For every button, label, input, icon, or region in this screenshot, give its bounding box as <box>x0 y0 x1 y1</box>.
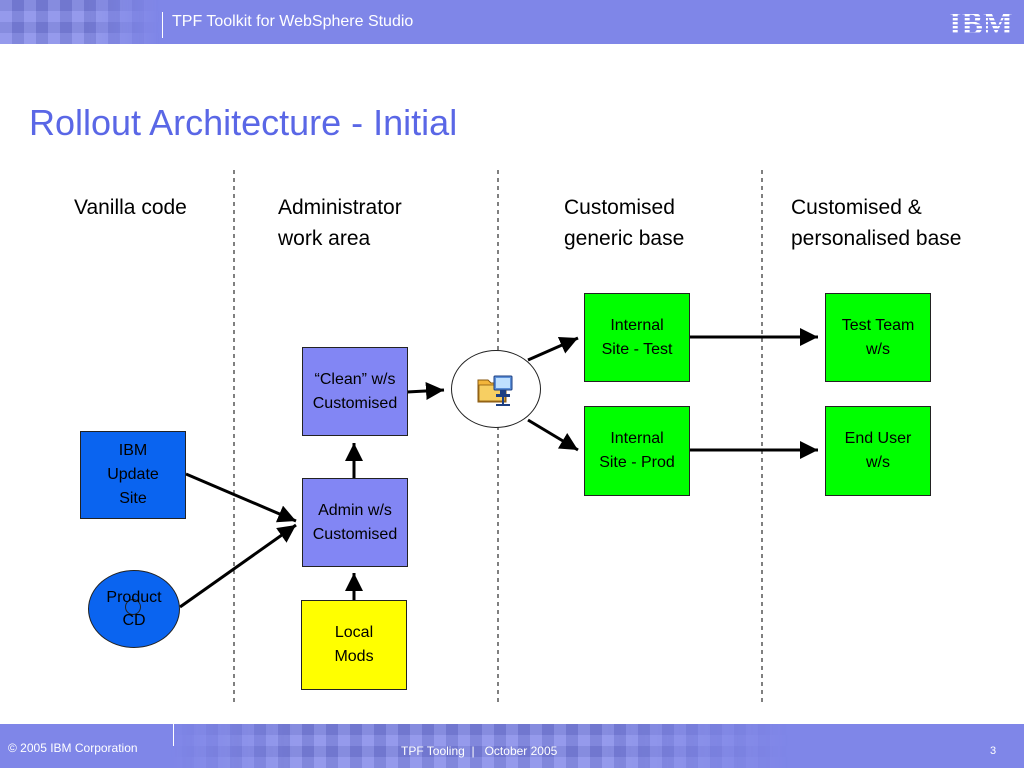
header-separator <box>162 12 163 38</box>
arrow-hub-to-prod-site <box>527 418 579 452</box>
test-team-ws-node: Test Team w/s <box>825 293 931 382</box>
footer-center-text: TPF Tooling | October 2005 <box>401 744 558 758</box>
arrow-update-site-to-admin <box>185 472 297 523</box>
folder-network-icon <box>477 375 513 406</box>
column-label-generic: Customised generic base <box>564 196 685 250</box>
arrow-clean-to-hub <box>406 381 445 400</box>
ibm-logo-icon: IBM <box>949 6 1013 38</box>
footer-pattern <box>170 724 790 768</box>
footer-separator <box>173 724 174 746</box>
page-number: 3 <box>990 745 997 757</box>
column-label-personalised: Customised & personalised base <box>791 196 962 250</box>
header-title: TPF Toolkit for WebSphere Studio <box>172 13 414 30</box>
column-label-vanilla: Vanilla code <box>74 196 187 219</box>
header-pattern <box>0 0 160 44</box>
column-label-admin: Administrator work area <box>278 196 402 250</box>
internal-site-test-node: Internal Site - Test <box>584 293 690 382</box>
ibm-logo-text: IBM <box>949 6 1013 38</box>
column-dividers <box>233 170 763 705</box>
admin-ws-node: Admin w/s Customised <box>302 478 408 567</box>
local-mods-node: Local Mods <box>301 600 407 690</box>
clean-ws-node: “Clean” w/s Customised <box>302 347 408 436</box>
cd-hole-icon <box>125 599 141 615</box>
arrow-product-cd-to-admin <box>179 523 297 609</box>
product-cd-label: Product CD <box>106 589 162 629</box>
footer-copyright: © 2005 IBM Corporation <box>8 741 138 755</box>
header-bar: TPF Toolkit for WebSphere Studio IBM <box>0 0 1024 44</box>
internal-site-prod-node: Internal Site - Prod <box>584 406 690 496</box>
arrow-hub-to-test-site <box>527 336 579 362</box>
footer-bar: © 2005 IBM Corporation TPF Tooling | Oct… <box>0 724 1024 768</box>
end-user-ws-node: End User w/s <box>825 406 931 496</box>
slide-title: Rollout Architecture - Initial <box>29 102 458 143</box>
ibm-update-site-node: IBM Update Site <box>80 431 186 519</box>
